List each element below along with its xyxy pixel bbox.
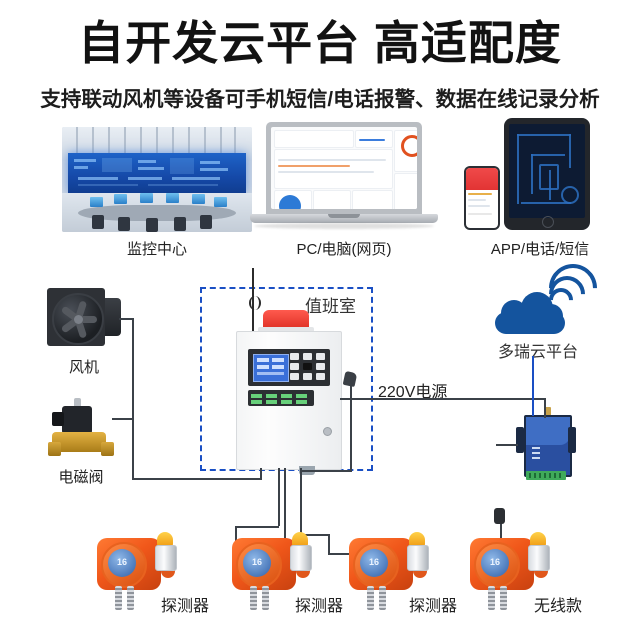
gateway-top-panel <box>526 417 570 437</box>
valve-label: 电磁阀 <box>58 469 104 486</box>
detector-1[interactable]: 16 <box>93 524 177 610</box>
exhaust-fan-icon <box>47 288 121 350</box>
detector-display: 16 <box>360 549 388 577</box>
controller-faceplate <box>248 349 330 386</box>
detector-1-label: 探测器 <box>161 598 210 615</box>
wire-panel-drop-1 <box>260 468 262 478</box>
app-phone-caption: APP/电话/短信 <box>490 241 590 258</box>
home-button[interactable] <box>542 216 554 228</box>
gateway-terminal-block <box>526 471 566 480</box>
duty-room-label: 值班室 <box>305 297 356 316</box>
valve-coil <box>62 406 92 434</box>
antenna-coil <box>249 296 261 310</box>
wire-gateway-in <box>544 398 546 418</box>
page-subtitle: 支持联动风机等设备可手机短信/电话报警、数据在线记录分析 <box>40 88 600 111</box>
duty-room-boundary <box>200 287 373 471</box>
wire-gateway-left <box>496 444 518 446</box>
wire-power-gland <box>300 470 352 472</box>
detector-2[interactable]: 16 <box>228 524 312 610</box>
tablet-screen <box>509 124 585 218</box>
alarm-beacon-base <box>258 327 314 334</box>
tablet <box>504 118 590 230</box>
detector-beacon-icon <box>407 532 429 572</box>
wireless-gateway-dtu <box>516 407 576 481</box>
controller-keypad[interactable] <box>290 353 326 381</box>
valve-connector <box>52 412 64 426</box>
controller-status-leds <box>248 390 314 406</box>
control-center-image <box>62 127 252 232</box>
wire-bus-right <box>132 478 262 480</box>
wireless-antenna-icon <box>494 508 505 524</box>
laptop-shadow <box>254 223 434 229</box>
gateway-wave <box>526 435 570 445</box>
detector-value: 16 <box>251 557 262 567</box>
laptop-base <box>250 214 438 223</box>
wire-panel-gateway <box>340 398 544 400</box>
wire-fan <box>119 318 134 320</box>
phone-screen <box>466 168 498 228</box>
detector-value: 16 <box>368 557 379 567</box>
page-title: 自开发云平台 高适配度 <box>78 17 562 69</box>
detector-value: 16 <box>489 557 500 567</box>
detector-3-label: 探测器 <box>409 598 458 615</box>
detector-3[interactable]: 16 <box>345 524 429 610</box>
wire-det1-v <box>235 526 237 548</box>
valve-body <box>52 432 106 452</box>
cloud-label: 多瑞云平台 <box>497 344 578 361</box>
wire-det1-h <box>235 526 279 528</box>
detector-beacon-icon <box>155 532 177 572</box>
cloud-icon <box>495 292 565 334</box>
wire-panel-drop-4 <box>300 468 302 534</box>
dashboard-screen <box>271 127 417 209</box>
phone <box>464 166 500 230</box>
console-desk <box>78 205 236 221</box>
detector-display: 16 <box>481 549 509 577</box>
detector-display: 16 <box>243 549 271 577</box>
gas-alarm-controller[interactable] <box>236 331 342 475</box>
wire-panel-drop-3 <box>284 468 286 546</box>
wire-fan-down <box>132 318 134 420</box>
power-label: 220V电源 <box>378 384 448 401</box>
gateway-body <box>524 415 572 477</box>
controller-lcd <box>253 354 289 382</box>
fan-label: 风机 <box>68 359 99 376</box>
wire-cloud-gateway <box>532 356 534 416</box>
solenoid-valve-icon <box>48 398 114 460</box>
detector-value: 16 <box>116 557 127 567</box>
app-phone-image <box>452 118 628 236</box>
pc-web-caption: PC/电脑(网页) <box>296 241 392 258</box>
laptop-lid <box>266 122 422 214</box>
wire-bus-down <box>132 418 134 480</box>
control-center-caption: 监控中心 <box>126 241 187 258</box>
wire-det2-v <box>328 534 330 554</box>
wire-valve <box>112 418 134 420</box>
wire-power-down <box>350 386 352 471</box>
valve-stem <box>74 398 81 408</box>
controller-lock[interactable] <box>323 427 332 436</box>
detector-beacon-icon <box>290 532 312 572</box>
detector-wireless-label: 无线款 <box>534 598 583 615</box>
wire-det2-h <box>300 534 328 536</box>
detector-2-label: 探测器 <box>295 598 344 615</box>
phone-app-header <box>466 168 498 190</box>
detector-wireless[interactable]: 16 <box>466 524 550 610</box>
gateway-antenna-icon <box>545 407 551 417</box>
fan-blades <box>52 293 104 345</box>
video-wall <box>68 153 246 193</box>
wire-panel-drop-2 <box>278 468 280 526</box>
detector-display: 16 <box>108 549 136 577</box>
pc-web-image <box>250 122 438 234</box>
detector-beacon-icon <box>528 532 550 572</box>
laptop-notch <box>328 214 360 218</box>
